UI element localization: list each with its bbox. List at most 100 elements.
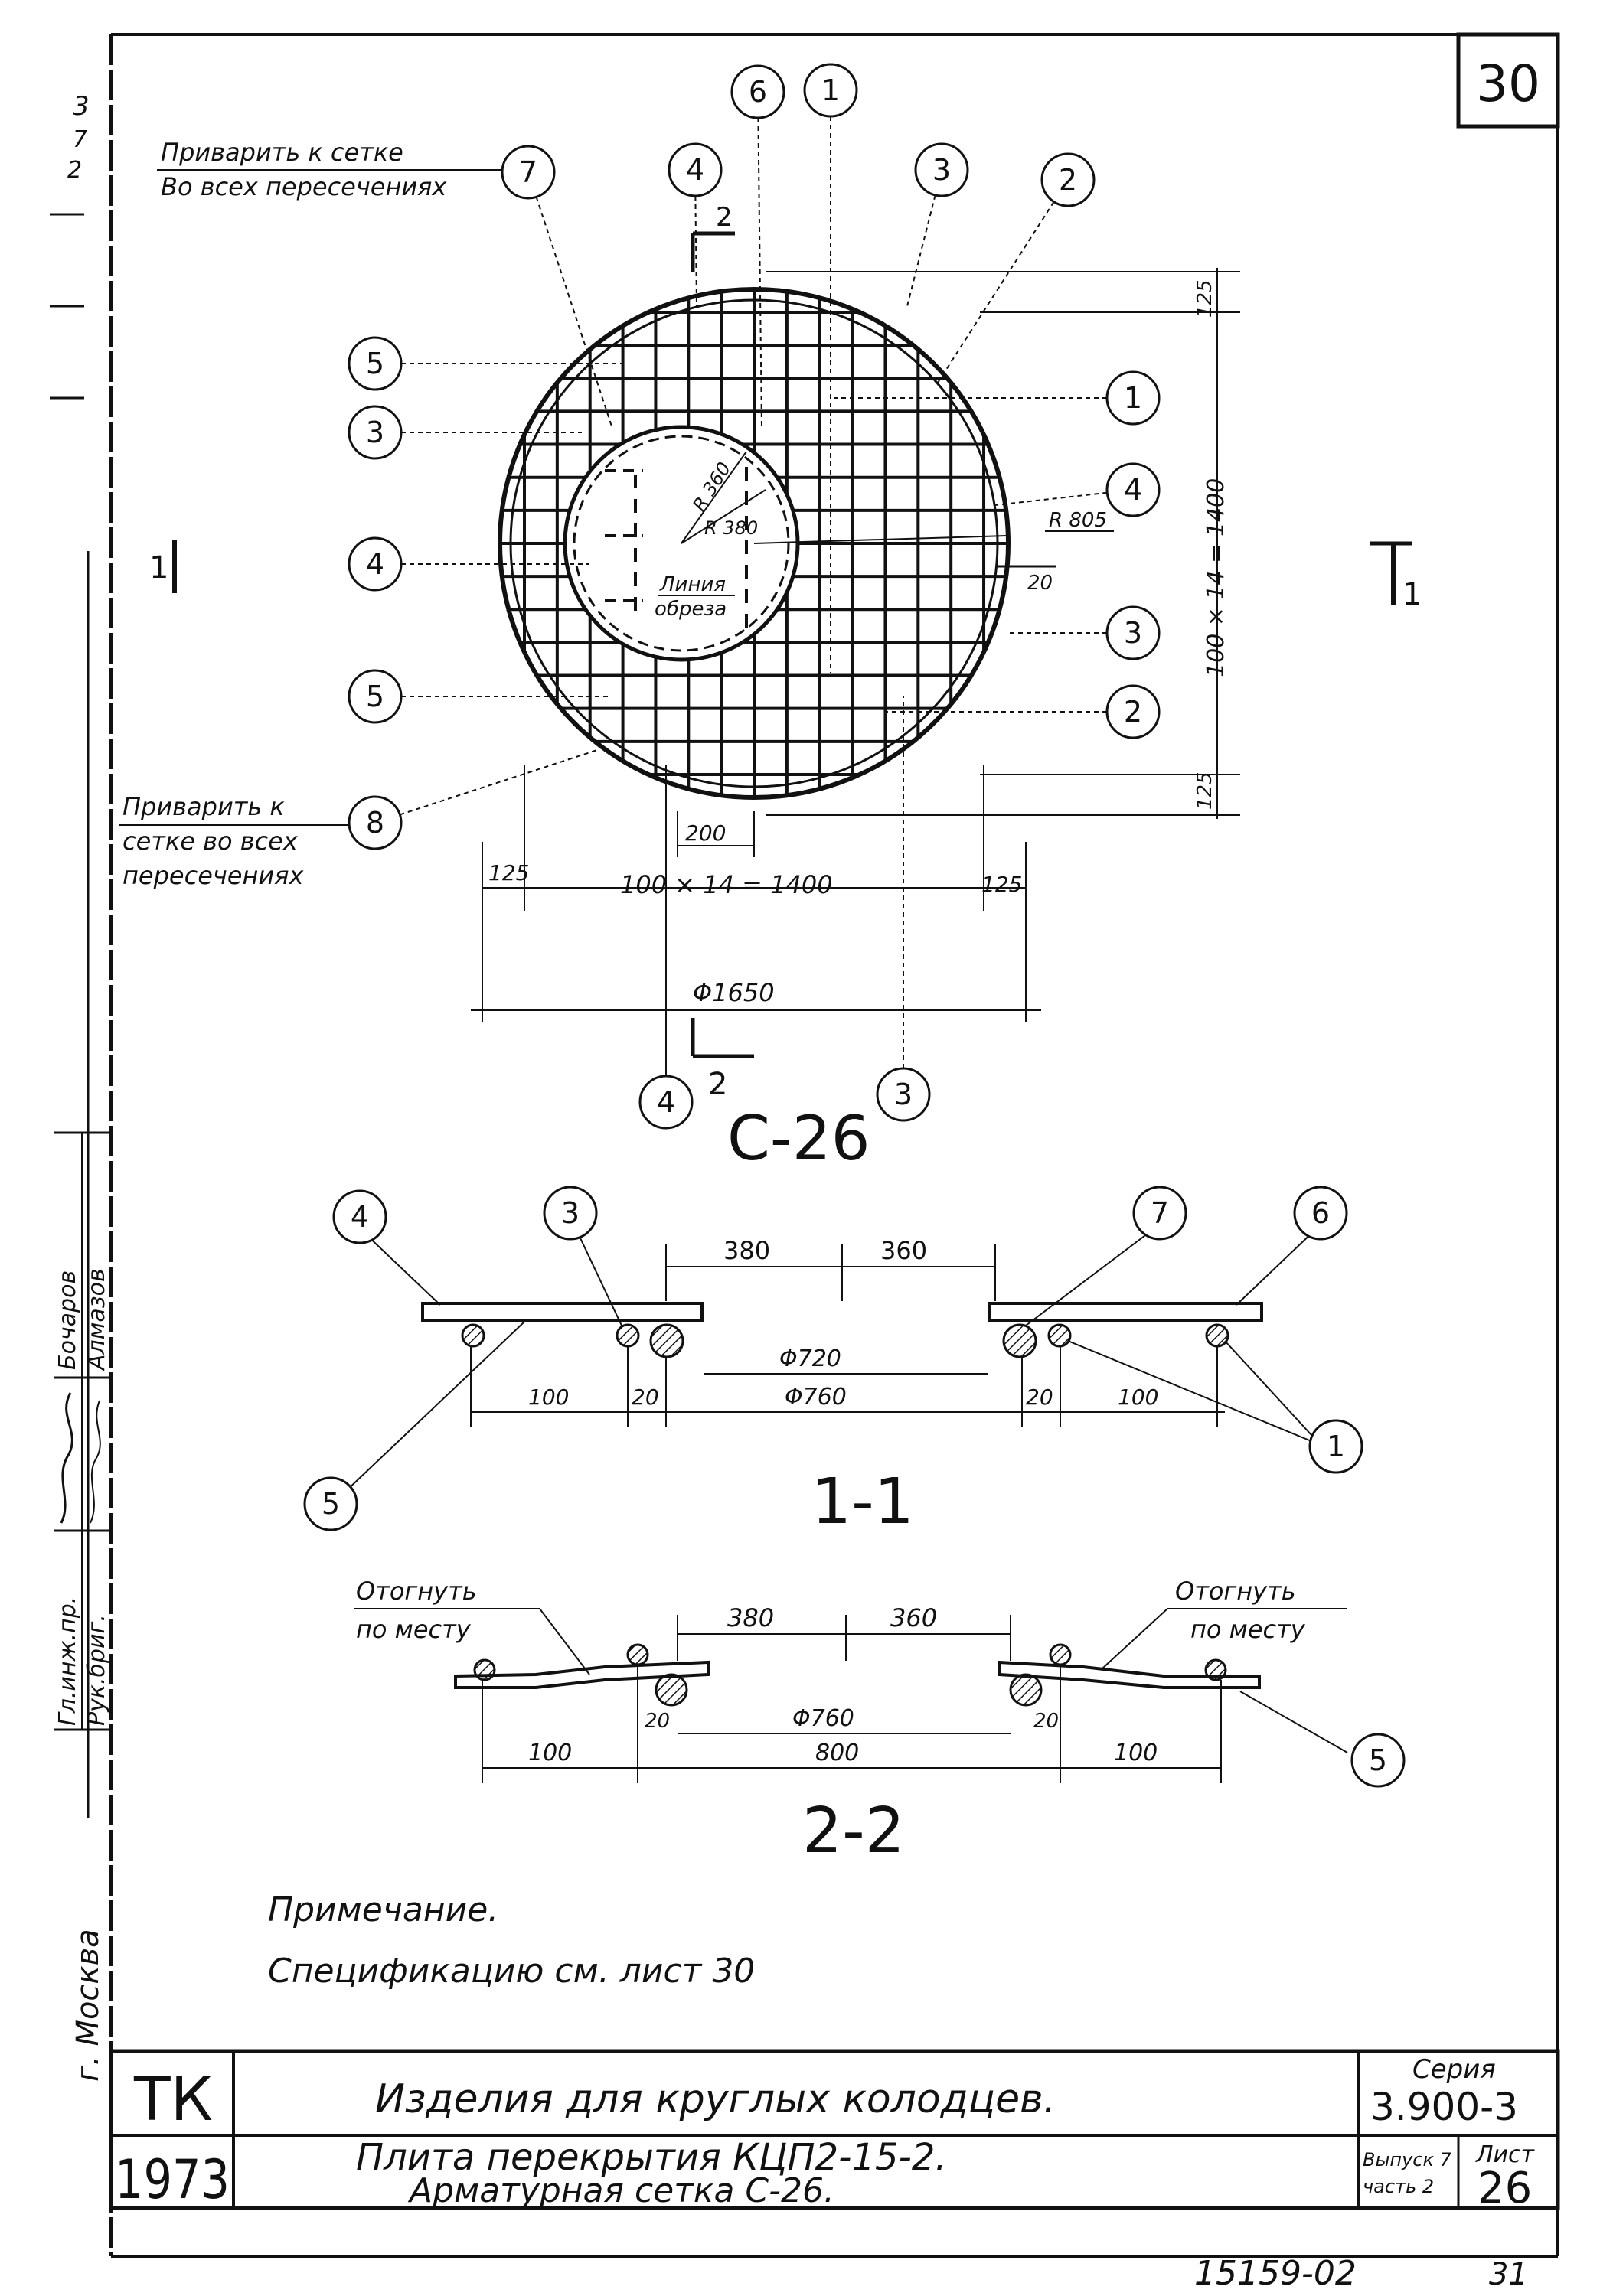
callout-number: 1: [1124, 381, 1142, 415]
callout-circle: [1293, 1186, 1348, 1241]
sheet-label: Лист: [1475, 2141, 1536, 2168]
callout-leader: [399, 749, 598, 816]
series-label: Серия: [1412, 2054, 1496, 2085]
sheet-number-top: 30: [1476, 54, 1540, 113]
s2-dim-20-right: 20: [1033, 1710, 1059, 1733]
section-mark-1-left: 1: [149, 550, 168, 585]
callout-circle: [1105, 605, 1161, 660]
opening-dashes: [605, 467, 748, 628]
opening-ring-inner: [573, 435, 790, 652]
section-marks: 2 2 1 1: [149, 202, 1422, 1102]
s1-dim-380: 380: [723, 1236, 770, 1265]
callout-number: 3: [1124, 616, 1142, 650]
signature-name-2: Алмазов: [83, 1268, 110, 1371]
callout-circle: [543, 1186, 598, 1241]
s1-dim-100-right: 100: [1118, 1384, 1158, 1410]
signature-role-2: Рук.бриг.: [83, 1614, 110, 1726]
callout-number: 8: [366, 806, 384, 840]
title-line-2: Плита перекрытия КЦП2-15-2.: [356, 2136, 947, 2179]
general-note: Примечание. Спецификацию см. лист 30: [268, 1890, 755, 1991]
sheet-value: 26: [1478, 2164, 1532, 2213]
s1-dim-20-right: 20: [1026, 1384, 1053, 1410]
cut-line-label-1: Линия: [659, 573, 726, 596]
callout-circle: [1105, 684, 1161, 739]
weld-note-top-2: Во всех пересечениях: [161, 172, 447, 201]
plan-notes: Приварить к сетке Во всех пересечениях П…: [119, 138, 505, 890]
callout-circle: [348, 795, 403, 850]
section-2-2: 380 360 Φ760 20 20 100 800 100 Отогнуть …: [354, 1577, 1348, 1867]
note-text: Спецификацию см. лист 30: [268, 1952, 755, 1991]
title-line-3: Арматурная сетка С-26.: [407, 2171, 834, 2210]
callout-circle: [1105, 370, 1161, 426]
s1-dim-20-left: 20: [632, 1384, 659, 1410]
signature-name-1: Бочаров: [54, 1270, 81, 1370]
plan-dimensions: 125 100 × 14 = 1400 125 125 100 × 14 = 1…: [471, 268, 1240, 1110]
section-1-title: 1-1: [811, 1466, 914, 1538]
section-mark-1-right: 1: [1402, 577, 1422, 612]
dim-grid-vertical: 100 × 14 = 1400: [1203, 478, 1229, 677]
margin-mark-3: 2: [67, 157, 82, 184]
callout-circle: [1350, 1733, 1406, 1788]
org-mark: ТК: [133, 2066, 213, 2135]
weld-note-top-1: Приварить к сетке: [161, 138, 403, 167]
callout-number: 2: [1124, 695, 1142, 729]
dim-edge-right: 125: [981, 872, 1022, 897]
weld-note-bottom-2: сетке во всех: [122, 827, 299, 856]
section-mark-2-bottom: 2: [708, 1067, 727, 1102]
callout-circle: [803, 63, 858, 118]
callout-circle: [1105, 462, 1161, 517]
section-2-title: 2-2: [802, 1795, 905, 1867]
callout-circle: [1132, 1186, 1187, 1241]
city-label: г. Москва: [70, 1929, 106, 2082]
callout-circle: [348, 536, 403, 592]
callout-number: 4: [1124, 473, 1142, 507]
callout-number: 4: [366, 547, 384, 581]
s2-dim-100-left: 100: [528, 1740, 572, 1766]
callout-number: 6: [1311, 1196, 1330, 1230]
callout-number: 1: [1327, 1430, 1345, 1463]
callout-number: 3: [894, 1078, 913, 1111]
dim-edge-left: 125: [488, 860, 529, 885]
s2-note-right-1: Отогнуть: [1175, 1577, 1296, 1606]
dim-spacing-200: 200: [685, 820, 726, 846]
s1-dim-100-left: 100: [528, 1384, 569, 1410]
cut-line-label-2: обреза: [655, 598, 727, 621]
callout-number: 5: [366, 347, 384, 380]
edge-offset-20: 20: [1027, 572, 1053, 595]
dim-edge-bottom: 125: [1193, 771, 1216, 810]
callout-circle: [348, 405, 403, 460]
callout-number: 5: [366, 680, 384, 713]
page-number: 31: [1489, 2257, 1528, 2292]
title-line-1: Изделия для круглых колодцев.: [375, 2076, 1056, 2122]
s2-note-left-1: Отогнуть: [356, 1577, 477, 1606]
callout-number: 7: [519, 155, 537, 189]
callout-number: 5: [1369, 1743, 1387, 1777]
sheet-frame: [87, 33, 1559, 2258]
year: 1973: [115, 2148, 230, 2211]
s2-dim-phi760: Φ760: [792, 1705, 854, 1732]
callout-circle: [668, 142, 723, 197]
section-mark-2-top: 2: [716, 202, 733, 233]
s2-note-right-2: по месту: [1190, 1615, 1306, 1644]
callout-circle: [730, 64, 785, 119]
callout-number: 5: [322, 1487, 340, 1521]
mesh-title: С-26: [727, 1103, 870, 1174]
radius-380: R 380: [704, 517, 758, 539]
sheet-number-box: 30: [1456, 32, 1560, 129]
callout-leader: [906, 194, 936, 307]
s2-dim-380: 380: [727, 1603, 774, 1632]
callout-leader: [757, 117, 762, 429]
margin-mark-2: 7: [73, 126, 87, 153]
callout-circle: [332, 1189, 387, 1244]
callout-number: 3: [932, 153, 951, 187]
callout-circle: [303, 1476, 358, 1531]
s2-dim-20-left: 20: [645, 1710, 670, 1733]
mesh-plan: R 360 R 380 R 805 Линия обреза 20: [498, 287, 1114, 800]
margin-mark-1: 3: [73, 91, 90, 122]
series-value: 3.900-3: [1370, 2085, 1518, 2129]
s1-dim-phi720: Φ720: [779, 1345, 841, 1372]
callout-circle: [1040, 152, 1096, 207]
dim-grid-horizontal: 100 × 14 = 1400: [620, 870, 833, 899]
weld-note-bottom-3: пересечениях: [122, 861, 304, 890]
